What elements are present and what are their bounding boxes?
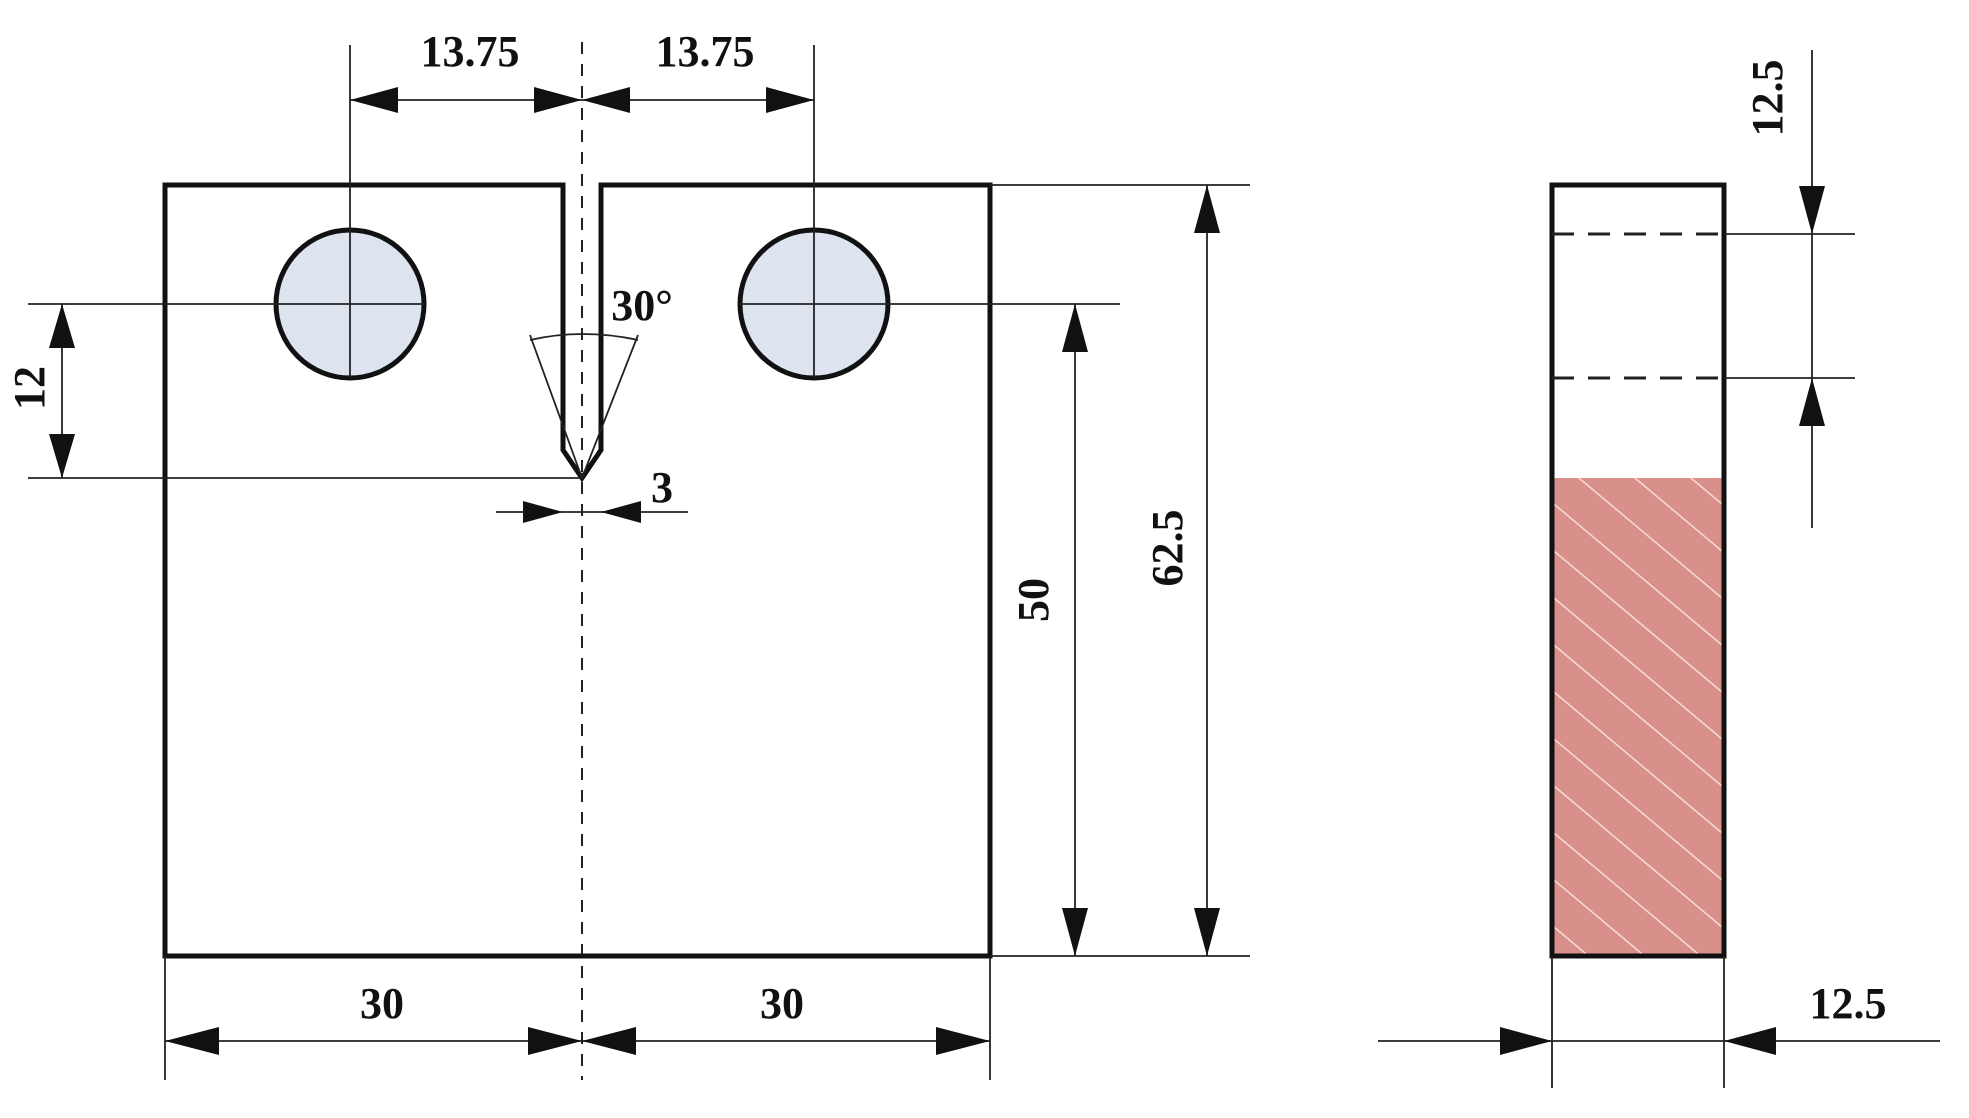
arrowhead xyxy=(1724,1027,1776,1055)
arrowhead xyxy=(528,1027,582,1055)
arrowhead xyxy=(350,87,398,113)
arrowhead xyxy=(1062,304,1088,352)
dim-label-notch-depth: 12 xyxy=(5,366,54,410)
arrowhead xyxy=(1194,908,1220,956)
arrowhead xyxy=(523,501,563,523)
arrowhead xyxy=(165,1027,219,1055)
dim-label-half-width-left: 30 xyxy=(360,979,404,1028)
arrowhead xyxy=(49,434,75,478)
dim-label-half-width-right: 30 xyxy=(760,979,804,1028)
dim-label-hole-to-bottom: 50 xyxy=(1009,578,1058,622)
arrowhead xyxy=(1799,186,1825,234)
dim-label-notch-angle: 30° xyxy=(611,281,673,330)
specimen-outline xyxy=(162,182,993,959)
notch-angle-right-leg xyxy=(581,334,639,479)
arrowhead xyxy=(534,87,582,113)
dim-label-top-offset: 12.5 xyxy=(1743,60,1792,137)
arrowhead xyxy=(582,1027,636,1055)
arrowhead xyxy=(1500,1027,1552,1055)
side-view-outline xyxy=(1549,182,1727,959)
arrowhead xyxy=(49,304,75,348)
arrowhead xyxy=(582,87,630,113)
front-view: 13.75 13.75 12 30° 3 50 62.5 xyxy=(5,27,1250,1080)
arrowhead xyxy=(1194,185,1220,233)
dim-label-hole-offset-left: 13.75 xyxy=(421,27,520,76)
dim-label-notch-width: 3 xyxy=(651,463,673,512)
arrowhead xyxy=(936,1027,990,1055)
notch-angle-left-leg xyxy=(529,334,583,479)
dim-label-thickness: 12.5 xyxy=(1810,979,1887,1028)
notch-angle-arc xyxy=(529,333,639,341)
arrowhead xyxy=(1799,378,1825,426)
arrowhead xyxy=(601,501,641,523)
dim-label-total-height: 62.5 xyxy=(1143,510,1192,587)
arrowhead xyxy=(766,87,814,113)
side-view: 12.5 12.5 xyxy=(1378,50,1940,1088)
side-hatched-section xyxy=(1552,478,1724,956)
arrowhead xyxy=(1062,908,1088,956)
dim-label-hole-offset-right: 13.75 xyxy=(656,27,755,76)
